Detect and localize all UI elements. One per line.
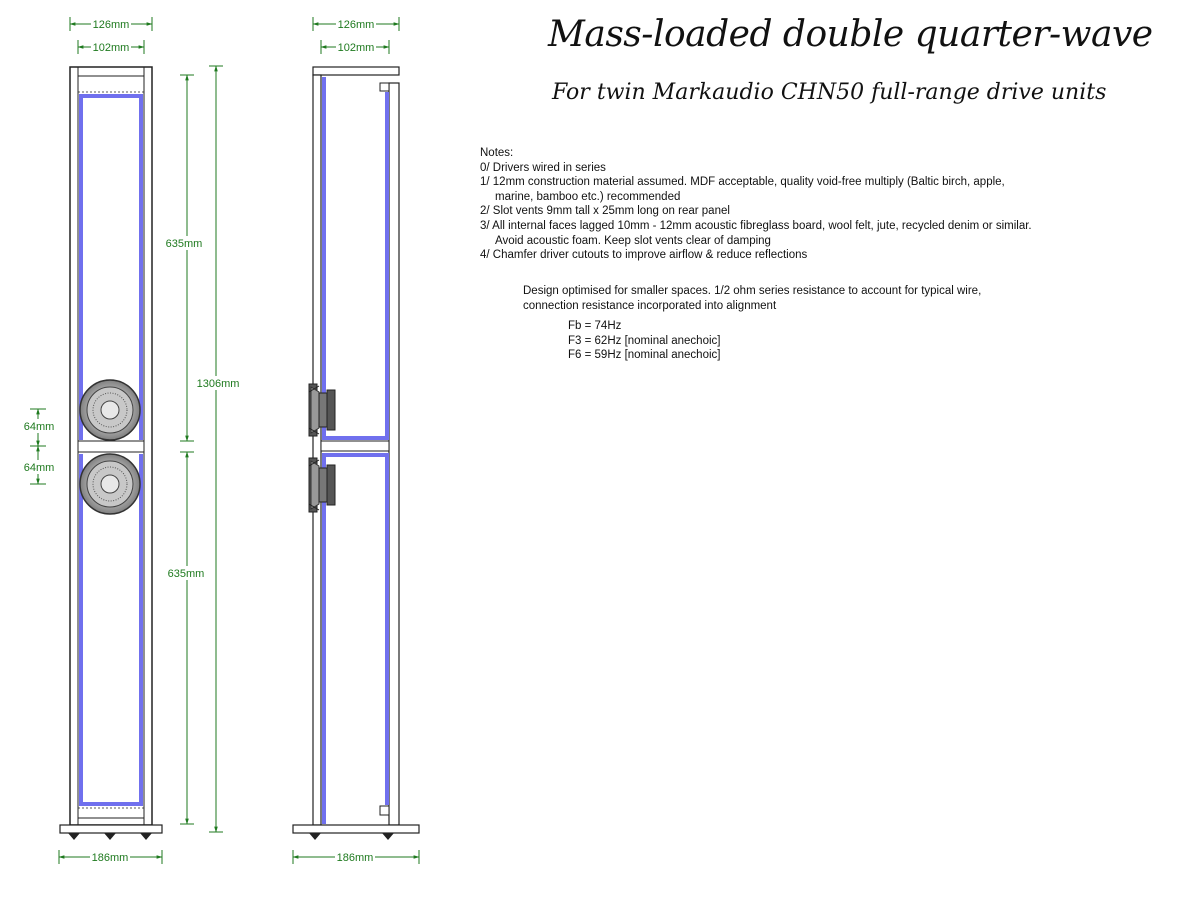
side-rear-panel <box>388 82 400 826</box>
damping-lower-side <box>322 453 389 824</box>
front-spikes <box>68 833 152 840</box>
dim-driver-upper: 64mm <box>24 421 55 433</box>
note-item: Avoid acoustic foam. Keep slot vents cle… <box>495 234 771 247</box>
page-title: Mass-loaded double quarter-wave <box>548 14 1153 55</box>
side-top-panel <box>312 66 400 76</box>
dim-driver-lower: 64mm <box>24 462 55 474</box>
damping-lower-front <box>79 454 143 806</box>
rear-vent-upper <box>379 82 390 92</box>
driver-lower-front <box>79 453 141 515</box>
dim-side-outer-width: 126mm <box>338 19 375 31</box>
front-plinth <box>59 824 163 834</box>
note-item: 2/ Slot vents 9mm tall x 25mm long on re… <box>480 205 730 218</box>
driver-upper-front <box>79 379 141 441</box>
dim-side-inner-width: 102mm <box>338 42 375 54</box>
note-item: 1/ 12mm construction material assumed. M… <box>480 176 1005 189</box>
side-front-baffle <box>312 74 322 826</box>
param-fb: Fb = 74Hz <box>568 320 622 332</box>
note-item: 3/ All internal faces lagged 10mm - 12mm… <box>480 219 1032 232</box>
dim-front-outer-width: 126mm <box>93 19 130 31</box>
damping-upper-front <box>79 94 143 440</box>
dim-front-base-width: 186mm <box>92 852 129 864</box>
dim-total-height: 1306mm <box>197 378 240 390</box>
page-subtitle: For twin Markaudio CHN50 full-range driv… <box>552 80 1107 105</box>
side-plinth <box>292 824 420 834</box>
side-spikes <box>309 833 394 840</box>
dim-side-base-width: 186mm <box>337 852 374 864</box>
dim-front-inner-width: 102mm <box>93 42 130 54</box>
param-f3: F3 = 62Hz [nominal anechoic] <box>568 334 721 347</box>
driver-lower-side <box>308 457 336 513</box>
damping-upper-side <box>322 77 389 440</box>
tuning-parameters: Fb = 74Hz F3 = 62Hz [nominal anechoic] F… <box>568 319 720 363</box>
side-divider <box>320 440 390 452</box>
note-item: 0/ Drivers wired in series <box>480 161 606 174</box>
dim-lower-chamber: 635mm <box>168 568 205 580</box>
note-item: marine, bamboo etc.) recommended <box>495 190 681 203</box>
driver-upper-side <box>308 383 336 437</box>
design-line: Design optimised for smaller spaces. 1/2… <box>523 285 982 297</box>
notes-heading: Notes: <box>480 147 514 159</box>
param-f6: F6 = 59Hz [nominal anechoic] <box>568 349 721 362</box>
rear-vent-lower <box>379 805 390 816</box>
design-note: Design optimised for smaller spaces. 1/2… <box>523 284 981 313</box>
note-item: 4/ Chamfer driver cutouts to improve air… <box>480 249 808 262</box>
side-view <box>292 66 420 840</box>
design-line: connection resistance incorporated into … <box>523 299 777 312</box>
front-divider <box>77 440 145 453</box>
notes-block: Notes: 0/ Drivers wired in series 1/ 12m… <box>480 146 1032 263</box>
dim-upper-chamber: 635mm <box>166 238 203 250</box>
front-view <box>59 66 163 840</box>
